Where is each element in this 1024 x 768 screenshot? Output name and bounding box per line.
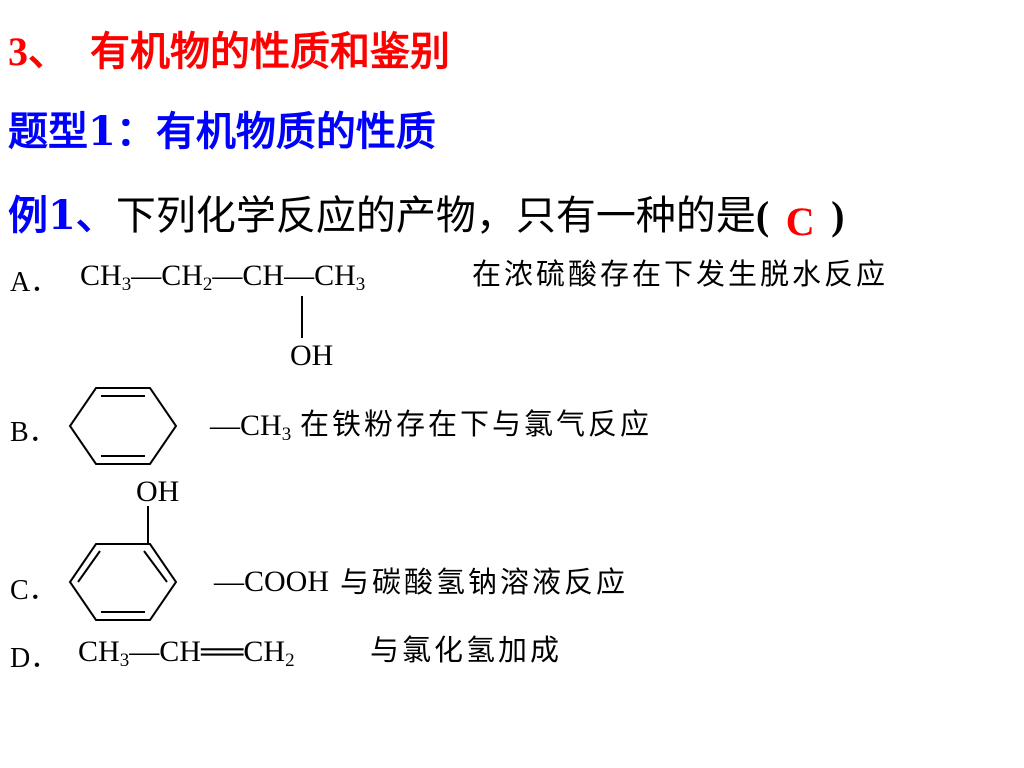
question-type-heading: 题型1：有机物质的性质 xyxy=(8,108,436,155)
optD-ch: CH xyxy=(159,635,201,668)
option-b-description: 在铁粉存在下与氯气反应 xyxy=(300,407,653,441)
optA-ch: CH xyxy=(242,259,285,292)
optA-ch3-left-sub: 3 xyxy=(121,274,132,295)
optD-ch2-sub: 2 xyxy=(285,650,295,671)
optA-ch3-right-sub: 3 xyxy=(355,274,366,295)
title-text: 有机物的性质和鉴别 xyxy=(90,28,450,75)
option-a-formula: CH3—CH2—CH—CH3 xyxy=(80,258,365,294)
optA-ch2: CH xyxy=(161,259,203,292)
option-a-description: 在浓硫酸存在下发生脱水反应 xyxy=(472,257,889,291)
optB-ch3: —CH xyxy=(210,409,282,442)
optB-ch3-sub: 3 xyxy=(281,424,292,445)
option-c-description: 与碳酸氢钠溶液反应 xyxy=(340,565,629,599)
option-b-label: B． xyxy=(10,417,57,448)
optA-bond-2: — xyxy=(212,259,243,292)
title-number: 3、 xyxy=(8,29,68,74)
option-d-description: 与氯化氢加成 xyxy=(370,633,563,667)
option-a-label: A． xyxy=(10,267,59,298)
paren-close: ) xyxy=(831,193,845,238)
optA-bond-1: — xyxy=(131,259,162,292)
optA-ch3-left: CH xyxy=(80,259,122,292)
paren-open: ( xyxy=(755,193,770,238)
optD-ch3-sub: 3 xyxy=(119,650,130,671)
option-a-oh: OH xyxy=(290,339,334,372)
example-lead: 例1、 xyxy=(8,192,116,239)
optA-ch3-right: CH xyxy=(314,259,356,292)
optD-single-bond: — xyxy=(129,635,160,668)
option-c-substituent: —COOH xyxy=(214,565,330,598)
option-c-oh: OH xyxy=(136,475,180,508)
optD-ch2: CH xyxy=(243,635,286,668)
option-b-substituent: —CH3 xyxy=(210,408,291,444)
optC-benzene-ring xyxy=(68,543,178,621)
optA-bond-3: — xyxy=(284,259,315,292)
answer-mark: C xyxy=(785,199,815,244)
example-question-text: 下列化学反应的产物，只有一种的是 xyxy=(115,193,756,239)
slide-title: 3、有机物的性质和鉴别 xyxy=(8,26,450,78)
option-d-formula: CH3—CH══CH2 xyxy=(78,634,295,670)
option-c-label: C． xyxy=(10,575,57,606)
optB-benzene-ring xyxy=(68,387,178,465)
optD-ch3: CH xyxy=(78,635,120,668)
option-d-label: D． xyxy=(10,643,59,674)
optA-ch2-sub: 2 xyxy=(202,274,213,295)
optD-double-bond: ══ xyxy=(200,635,244,668)
example-question: 例1、下列化学反应的产物，只有一种的是( C) xyxy=(8,190,845,244)
